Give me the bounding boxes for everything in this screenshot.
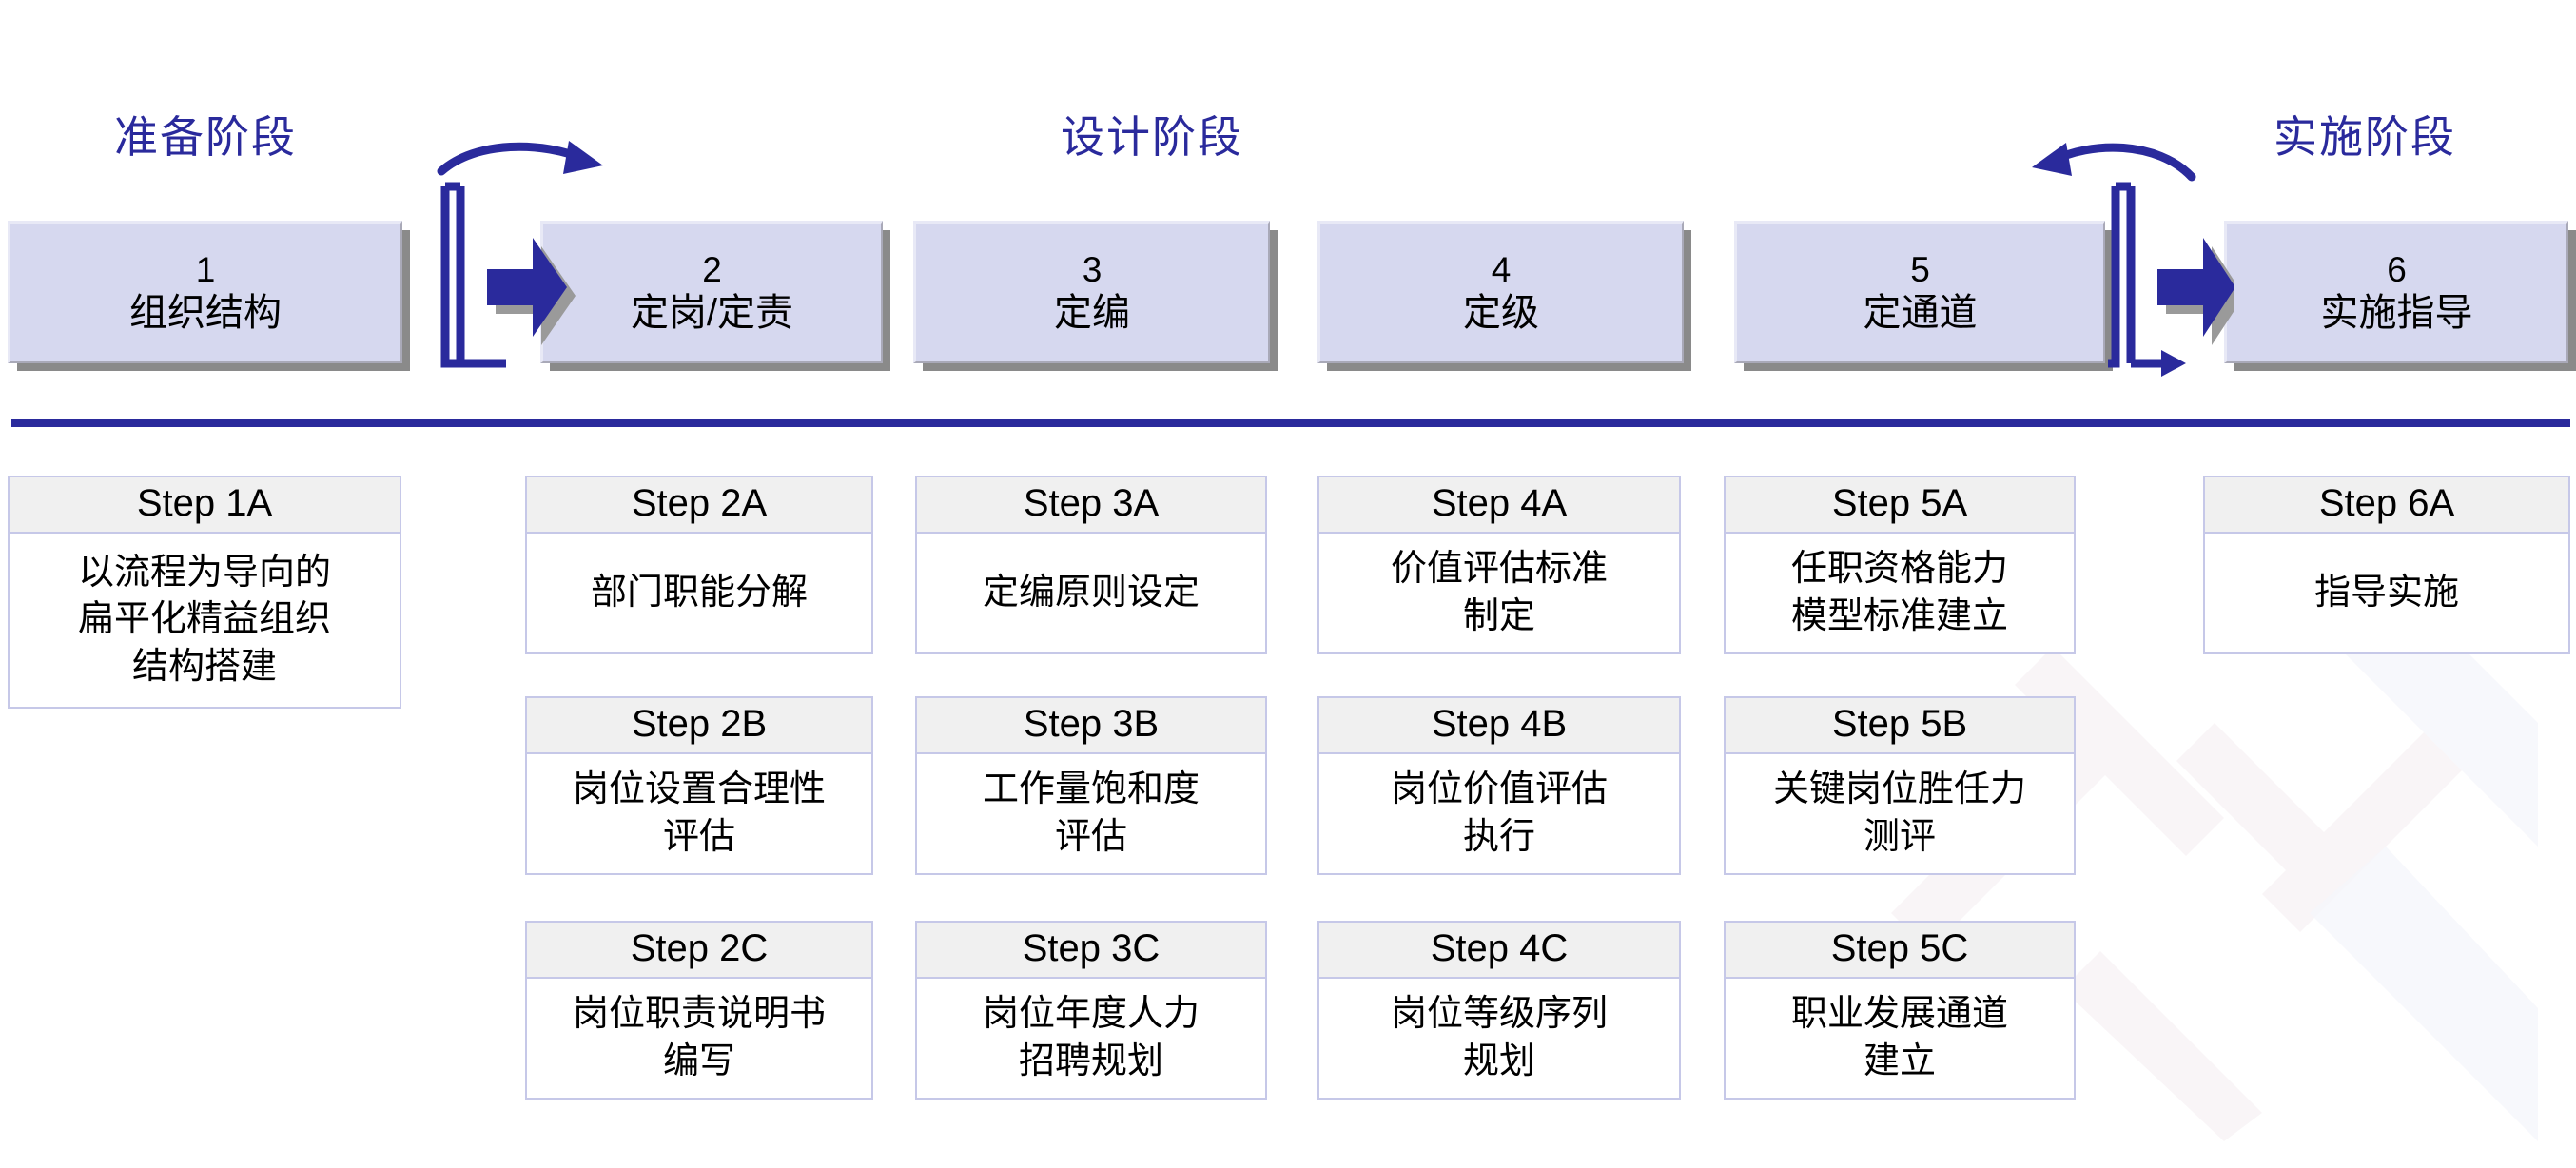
step-card-title: Step 4A [1319,477,1679,534]
step-card-3b[interactable]: Step 3B 工作量饱和度 评估 [915,696,1267,875]
block-arrow-right-icon [2157,238,2234,345]
step-card-text: 岗位职责说明书 编写 [572,994,826,1081]
step-card-title: Step 5B [1726,698,2074,754]
phase-number-2: 2 [702,250,722,290]
section-divider-rule [11,419,2570,427]
step-card-title: Step 2A [527,477,871,534]
bracket-shape [440,182,506,368]
phase-name-6: 实施指导 [2320,291,2473,334]
step-card-text: 岗位设置合理性 评估 [572,769,826,857]
step-card-title: Step 1A [10,477,400,534]
small-arrow-right-icon [2131,350,2186,377]
phase-box-5[interactable]: 5 定通道 [1734,221,2105,363]
step-card-3c[interactable]: Step 3C 岗位年度人力 招聘规划 [915,921,1267,1100]
phase-number-6: 6 [2387,250,2407,290]
step-card-title: Step 5A [1726,477,2074,534]
step-card-4b[interactable]: Step 4B 岗位价值评估 执行 [1317,696,1681,875]
step-card-6a[interactable]: Step 6A 指导实施 [2203,476,2570,654]
step-card-title: Step 3C [917,923,1265,979]
step-card-title: Step 2B [527,698,871,754]
phase-name-1: 组织结构 [129,291,282,334]
phase-box-4[interactable]: 4 定级 [1317,221,1684,363]
step-card-4a[interactable]: Step 4A 价值评估标准 制定 [1317,476,1681,654]
phase-box-3[interactable]: 3 定编 [913,221,1270,363]
step-card-text: 岗位价值评估 执行 [1390,769,1608,857]
step-card-2a[interactable]: Step 2A 部门职能分解 [525,476,873,654]
phase-number-4: 4 [1491,250,1512,290]
step-card-title: Step 4B [1319,698,1679,754]
stage-label-design: 设计阶段 [1061,112,1243,162]
step-card-title: Step 2C [527,923,871,979]
phase-box-6[interactable]: 6 实施指导 [2224,221,2568,363]
step-card-1a[interactable]: Step 1A 以流程为导向的 扁平化精益组织 结构搭建 [8,476,401,709]
phase-name-2: 定岗/定责 [630,291,794,334]
step-card-2c[interactable]: Step 2C 岗位职责说明书 编写 [525,921,873,1100]
phase-number-5: 5 [1910,250,1930,290]
curved-arrow-right-icon [437,141,603,176]
phase-number-3: 3 [1082,250,1103,290]
phase-name-4: 定级 [1463,291,1539,334]
step-card-text: 定编原则设定 [982,572,1200,613]
bracket-shape [2108,182,2136,368]
step-card-text: 指导实施 [2313,572,2459,613]
step-card-title: Step 3B [917,698,1265,754]
stage-label-preparation: 准备阶段 [114,112,297,162]
phase-number-1: 1 [195,250,216,290]
step-card-text: 以流程为导向的 扁平化精益组织 结构搭建 [77,552,331,687]
step-card-5a[interactable]: Step 5A 任职资格能力 模型标准建立 [1724,476,2076,654]
stage-label-implementation: 实施阶段 [2274,112,2456,162]
step-card-2b[interactable]: Step 2B 岗位设置合理性 评估 [525,696,873,875]
step-card-text: 岗位年度人力 招聘规划 [982,994,1200,1081]
step-card-text: 岗位等级序列 规划 [1390,994,1608,1081]
step-card-text: 任职资格能力 模型标准建立 [1790,549,2008,636]
step-card-text: 价值评估标准 制定 [1390,549,1608,636]
step-card-3a[interactable]: Step 3A 定编原则设定 [915,476,1267,654]
left-divider [437,141,603,368]
right-divider [2032,143,2234,377]
step-card-text: 关键岗位胜任力 测评 [1772,769,2026,857]
step-card-4c[interactable]: Step 4C 岗位等级序列 规划 [1317,921,1681,1100]
step-card-5b[interactable]: Step 5B 关键岗位胜任力 测评 [1724,696,2076,875]
phase-name-5: 定通道 [1863,291,1978,334]
step-card-title: Step 3A [917,477,1265,534]
phase-name-3: 定编 [1054,291,1130,334]
step-card-title: Step 4C [1319,923,1679,979]
block-arrow-right-icon [487,238,576,345]
step-card-text: 职业发展通道 建立 [1790,994,2008,1081]
curved-arrow-left-icon [2032,143,2196,182]
step-card-title: Step 6A [2205,477,2568,534]
phase-box-1[interactable]: 1 组织结构 [8,221,402,363]
step-card-text: 部门职能分解 [590,572,808,613]
step-card-5c[interactable]: Step 5C 职业发展通道 建立 [1724,921,2076,1100]
step-card-title: Step 5C [1726,923,2074,979]
step-card-text: 工作量饱和度 评估 [982,769,1200,857]
